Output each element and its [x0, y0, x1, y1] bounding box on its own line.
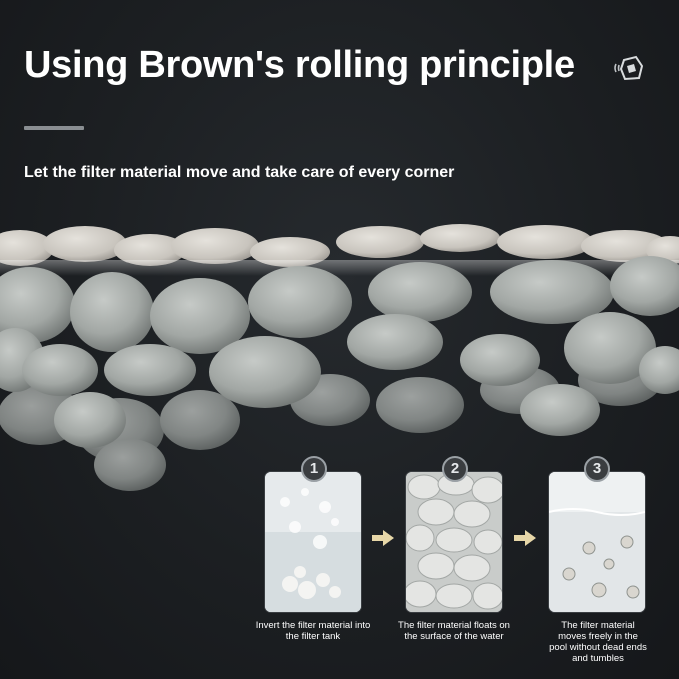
stones-illustration	[0, 224, 679, 491]
step-2-image	[406, 472, 502, 612]
subheadline: Let the filter material move and take ca…	[24, 164, 455, 181]
step-2-caption: The filter material floats on the surfac…	[398, 620, 510, 642]
step-1-badge: 1	[301, 456, 327, 482]
floating-stones-illustration	[406, 472, 502, 612]
headline: Using Brown's rolling principle	[24, 44, 575, 86]
step-1-image	[265, 472, 361, 612]
title-divider	[24, 126, 84, 130]
step-3-caption: The filter material moves freely in the …	[549, 620, 647, 664]
step-3-badge: 3	[584, 456, 610, 482]
step-1-caption: Invert the filter material into the filt…	[255, 620, 371, 642]
step-2-badge: 2	[442, 456, 468, 482]
arrow-right-icon	[372, 530, 394, 546]
arrow-right-icon	[514, 530, 536, 546]
brand-logo-icon	[614, 55, 644, 81]
tank-pour-illustration	[265, 472, 361, 612]
tumbling-stones-illustration	[549, 472, 645, 612]
step-3-image	[549, 472, 645, 612]
